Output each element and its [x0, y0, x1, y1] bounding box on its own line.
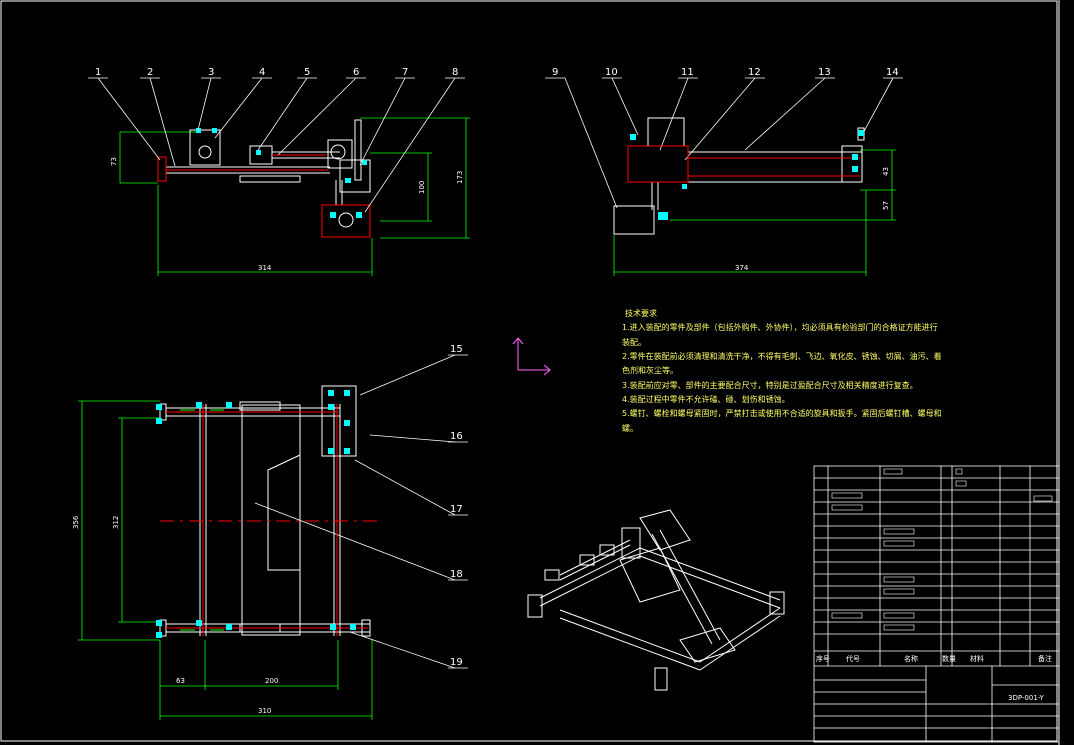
isometric-view: [527, 509, 785, 691]
part-label-2: 2: [147, 67, 153, 78]
leader-lines: [97, 77, 894, 669]
dim-left-width: 314: [258, 264, 272, 272]
part-label-16: 16: [450, 431, 463, 442]
dim-right-width: 374: [735, 264, 749, 272]
bom-header-material: 材料: [970, 654, 984, 663]
part-label-13: 13: [818, 67, 831, 78]
notes-line-6: 4.装配过程中零件不允许磕、碰、划伤和锈蚀。: [622, 394, 790, 404]
part-label-6: 6: [353, 67, 359, 78]
part-label-3: 3: [208, 67, 214, 78]
dim-bottom-height-b: 312: [112, 516, 120, 529]
bom-header-remark: 备注: [1038, 654, 1052, 663]
title-block: [813, 465, 1060, 743]
part-label-17: 17: [450, 504, 463, 515]
part-label-8: 8: [452, 67, 458, 78]
bom-header-qty: 数量: [942, 654, 956, 663]
part-label-12: 12: [748, 67, 761, 78]
technical-notes: 技术要求 1.进入装配的零件及部件（包括外购件、外协件），均必须具有检验部门的合…: [622, 308, 942, 433]
part-label-15: 15: [450, 344, 463, 355]
part-label-11: 11: [681, 67, 694, 78]
part-label-14: 14: [886, 67, 899, 78]
top-view-bottom-left: 356 312 63 200 310: [72, 385, 380, 720]
notes-line-3: 2.零件在装配前必须清理和清洗干净，不得有毛刺、飞边、氧化皮、锈蚀、切屑、油污、…: [622, 351, 942, 361]
title-block-cell-fills: [831, 468, 1053, 631]
part-label-19: 19: [450, 657, 463, 668]
part-label-9: 9: [552, 67, 558, 78]
dim-bottom-width-a: 63: [176, 677, 185, 685]
notes-line-2: 装配。: [622, 337, 646, 347]
part-label-10: 10: [605, 67, 618, 78]
dim-bottom-width-b: 200: [265, 677, 278, 685]
dim-left-height-c: 173: [456, 171, 464, 184]
bom-header-code: 代号: [846, 654, 860, 663]
part-label-5: 5: [304, 67, 310, 78]
part-label-1: 1: [95, 67, 101, 78]
notes-line-5: 3.装配前应对零、部件的主要配合尺寸，特别是过盈配合尺寸及相关精度进行复查。: [622, 380, 918, 390]
bom-header-name: 名称: [904, 654, 918, 663]
side-view-right: 374 43 57: [613, 117, 896, 276]
dim-right-height-b: 57: [882, 201, 890, 210]
leader-shelves: [88, 77, 903, 669]
part-label-7: 7: [402, 67, 408, 78]
notes-line-1: 1.进入装配的零件及部件（包括外购件、外协件），均必须具有检验部门的合格证方能进…: [622, 322, 938, 332]
notes-title: 技术要求: [625, 308, 657, 318]
front-view-left: 314 73 100 173: [110, 117, 470, 276]
bom-header-index: 序号: [816, 654, 830, 663]
notes-line-7: 5.螺钉、螺栓和螺母紧固时，严禁打击或使用不合适的旋具和扳手。紧固后螺钉槽、螺母…: [622, 408, 942, 418]
dim-left-height-b: 100: [418, 181, 426, 194]
part-label-4: 4: [259, 67, 265, 78]
dim-bottom-height-a: 356: [72, 515, 80, 529]
dim-bottom-width-c: 310: [258, 707, 271, 715]
notes-line-8: 螺。: [622, 423, 638, 433]
part-label-18: 18: [450, 569, 463, 580]
ucs-axis-icon: [512, 337, 551, 376]
dim-left-height-a: 73: [110, 157, 118, 166]
dim-right-height-a: 43: [882, 167, 890, 176]
drawing-number: 3DP-001-Y: [1008, 694, 1044, 702]
notes-line-4: 色剂和灰尘等。: [622, 365, 678, 375]
